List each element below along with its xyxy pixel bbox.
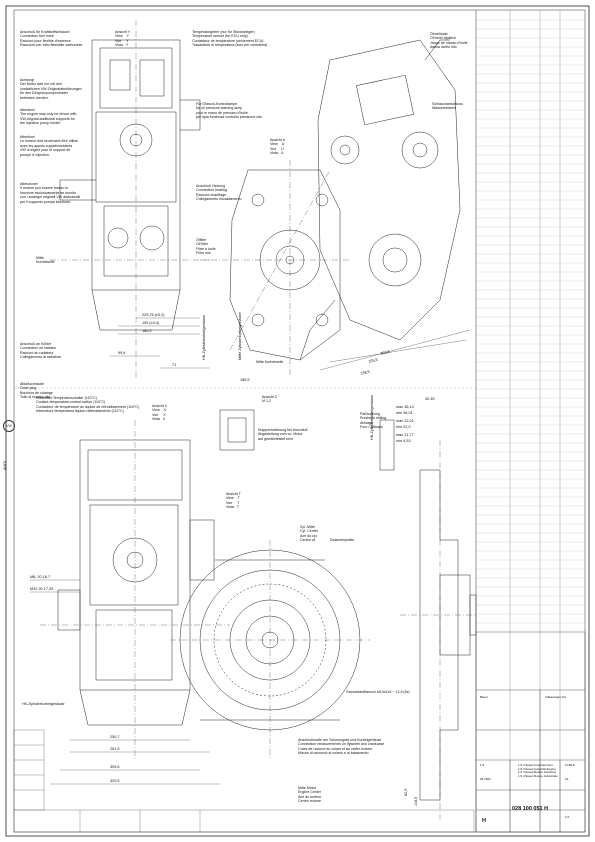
engine-description: 1.9 l Diesel Industriemotor 1.9 l Diesel… bbox=[518, 763, 558, 778]
dim-br-0: 40,35 bbox=[425, 397, 435, 401]
audi-side-text: AUDI bbox=[3, 460, 7, 470]
crankshaft-center-note: Mitte Kurbelwelle bbox=[36, 256, 55, 265]
dim-tl-2: 185,5 bbox=[142, 329, 152, 333]
precision-bore-note: Paßbohrung Precision drilling Alésage Fo… bbox=[360, 412, 387, 430]
coolant-switch-note: Kühlmittel-Temperaturschalter (110°C) Co… bbox=[36, 396, 140, 414]
dim-br-5: max 21,77 bbox=[396, 433, 414, 437]
dim-tl-1: 150 (±0,4) bbox=[142, 321, 160, 325]
connection-dims-note: Anschlußmaße am Schwungrad und Kurbelgeh… bbox=[298, 738, 385, 756]
flywheel-view bbox=[170, 540, 370, 760]
dim-bl-3: 261,5 bbox=[110, 747, 120, 751]
warning-fr: Attention! Le moteur doit seulement être… bbox=[20, 135, 78, 157]
dim-br-7: 82,5 bbox=[404, 788, 408, 796]
engine-side-view-top-dims bbox=[110, 317, 210, 369]
manufacturer: Volkswagen AG bbox=[545, 695, 567, 699]
vw-logo: VW bbox=[3, 420, 15, 432]
dim-br-2: min 36,01 bbox=[396, 411, 413, 415]
hose-connection-note: Schlauchanschluss Wasserstutzen bbox=[432, 102, 463, 111]
scale-value: 1:5 bbox=[480, 763, 485, 767]
dim-br-4: min 22,0 bbox=[396, 425, 411, 429]
view-u-label: Ansicht U View U Vue U Vista U bbox=[270, 138, 286, 156]
dim-tl-0: 225,75 (±0,2) bbox=[142, 313, 165, 317]
change-log-table bbox=[13, 729, 475, 833]
dim-tl-3: 99,6 bbox=[118, 351, 126, 355]
view-z-label: Ansicht Z M 1:2 bbox=[262, 395, 277, 404]
drafter-name: Bauer bbox=[480, 695, 489, 699]
dim-br-8: 118,5 bbox=[414, 796, 418, 806]
oil-filter-note: Ölfilter Oil filter Filtre à huile Filtr… bbox=[196, 238, 216, 256]
warning-de: Achtung! Der Motor darf nur mit den zusä… bbox=[20, 78, 82, 100]
dim-br-1: max 36,14 bbox=[396, 405, 414, 409]
temp-sensor-note: Temperaturgeber (nur für Stiwanzeiger) T… bbox=[192, 30, 268, 48]
dim-br-3: max 22,01 bbox=[396, 419, 414, 423]
drawing-number: 028 100 051 H bbox=[512, 806, 549, 812]
hk-cylinder-label-top: HK-Zylinderkurbelgehäuse bbox=[202, 315, 206, 360]
intermediate-plate-note: Zwischenplatte bbox=[330, 538, 354, 542]
dim-bl-2: 250,7 bbox=[110, 735, 120, 739]
drain-plug-note: Ablaßschraube Drain plug Bouchon de vida… bbox=[20, 382, 53, 400]
view-x-label: Ansicht X View X Vue X Vista X bbox=[152, 404, 168, 422]
warning-it: Attenzione! Il motore può essere messo i… bbox=[20, 182, 81, 204]
cylinder-center-note: Zyl.-Mitte Cyl. Center Axe du cyl. Centr… bbox=[300, 525, 318, 543]
crankshaft-mid-note: Mitte Kurbelwelle bbox=[256, 360, 284, 364]
sheet-value: 1/1 bbox=[565, 815, 570, 819]
oil-pressure-note: Für Öldruck-Kontrollampe for oil pressur… bbox=[196, 102, 262, 120]
engine-rotated-view-top bbox=[299, 39, 471, 371]
dim-br-6: min 4,53 bbox=[396, 439, 411, 443]
flange-note: Gestoekantflansch M10x1x5 ~ 12,9 (6x) bbox=[346, 690, 410, 694]
ansicht-z-detail bbox=[219, 409, 255, 451]
engine-center-note: Mitte Motor Engine Center Axe du moteur … bbox=[298, 786, 322, 804]
warning-en: Attention! The engine may only be driven… bbox=[20, 108, 77, 126]
dim-tm-0: 185,5 bbox=[240, 378, 250, 382]
view-y-label: Ansicht Y View Y Vue Y Vista Y bbox=[115, 30, 131, 48]
engine-side-view-top bbox=[50, 20, 210, 380]
code-small: 1CMLP bbox=[565, 763, 576, 767]
dim-tl-4: 71 bbox=[172, 363, 177, 367]
dipstick-note: Ölmeßstab Oil level dipstick Jauge de ni… bbox=[430, 32, 468, 50]
revision-letter: H bbox=[482, 818, 486, 824]
format-value: A1 bbox=[565, 777, 569, 781]
cylinder-center-label: Mitte Zylinderkurbelgehäuse bbox=[238, 312, 242, 360]
radiator-connection-note: Anschluß an Kühler Connection on radiato… bbox=[20, 342, 62, 360]
dim-bl-0: M8, 20 16,7 bbox=[30, 575, 51, 579]
date-value: 05.2001 bbox=[480, 777, 491, 781]
dim-bl-4: 309,6 bbox=[110, 765, 120, 769]
engine-side-view-bottom-dims bbox=[30, 579, 220, 785]
engine-side-view-bottom bbox=[40, 420, 230, 760]
view-t-label: Ansicht T View T Vue T Vista T bbox=[226, 492, 241, 510]
revision-table bbox=[475, 10, 585, 832]
dim-bl-5: 320,5 bbox=[110, 779, 120, 783]
heating-connection-note: Anschluß Heizung Connection heating Racc… bbox=[196, 184, 242, 202]
hk-cylinder-label-bottom: HK-Zylinderkurbelgehäuse bbox=[22, 702, 65, 706]
exhaust-bracket-note: Klappenhalterung bei Anschluß Abgasleitu… bbox=[258, 428, 308, 441]
fuel-hose-note: Anschluß für Kraftstoffschlauch Connecti… bbox=[20, 30, 83, 48]
dim-bl-1: M10 20 17,25 bbox=[30, 587, 54, 591]
flywheel-section-view bbox=[379, 419, 477, 820]
title-block bbox=[475, 631, 586, 833]
